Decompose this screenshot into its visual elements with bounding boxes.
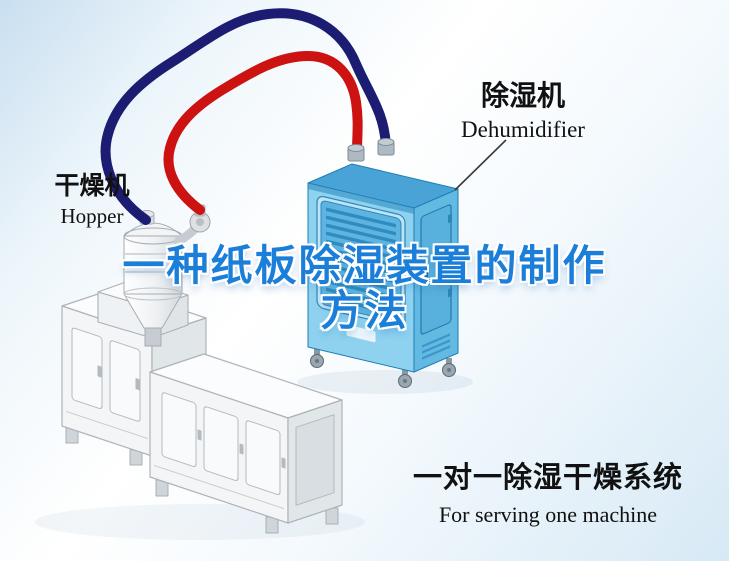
pipe-fittings (347, 138, 395, 162)
system-caption: 一对一除湿干燥系统 For serving one machine (408, 454, 688, 528)
return-air-pipe (100, 8, 391, 225)
dehumidifier-label-en: Dehumidifier (461, 117, 585, 142)
dehumidifier-label-zh: 除湿机 (480, 80, 565, 111)
dehumidifier-leader-line (454, 139, 507, 191)
patent-title-line2: 方法 (320, 286, 409, 334)
dehumidifier-label: 除湿机 Dehumidifier (448, 74, 598, 143)
machine-right-doors (154, 392, 286, 510)
machine-end-panel (295, 414, 335, 506)
dehumidifier-casters (310, 348, 456, 388)
patent-title-line1: 一种纸板除湿装置的制作 (122, 242, 607, 289)
hopper-label-zh: 干燥机 (54, 172, 130, 200)
machine-feet (65, 427, 339, 534)
system-caption-zh: 一对一除湿干燥系统 (412, 462, 683, 494)
dehumidifier-nameplate (345, 323, 377, 344)
supply-air-pipe (163, 51, 363, 215)
machine-left-doors (66, 327, 148, 440)
vent-slats (326, 207, 396, 316)
system-caption-en: For serving one machine (438, 502, 658, 527)
dehumidifier-vent-panel (316, 195, 406, 344)
patent-title: 一种纸板除湿装置的制作 方法 (0, 242, 729, 334)
hopper-label-en: Hopper (60, 204, 124, 228)
dehumidifier-unit (307, 163, 459, 388)
hopper-label: 干燥机 Hopper (44, 166, 140, 229)
dehumidifier-side-door (420, 204, 452, 360)
